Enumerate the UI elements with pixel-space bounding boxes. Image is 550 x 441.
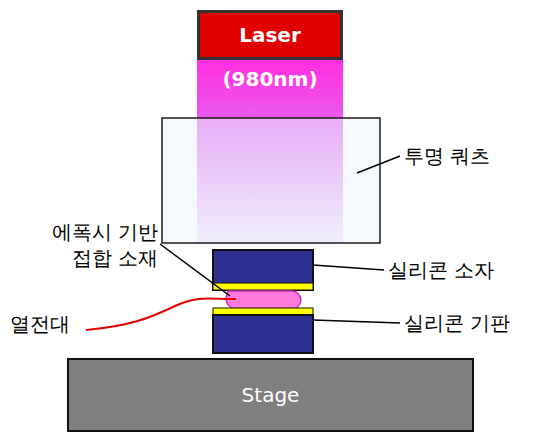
epoxy-bond	[226, 291, 301, 310]
laser-box: Laser	[197, 10, 343, 60]
silicon-substrate	[213, 315, 313, 353]
part-label: 투명 쿼츠	[404, 143, 490, 169]
thermocouple-wire	[86, 298, 236, 330]
node-text: Stage	[242, 383, 300, 407]
leader-line	[313, 320, 400, 323]
part-label: 에폭시 기반 접합 소재	[30, 219, 158, 271]
leader-line	[357, 156, 400, 173]
part-label: 실리콘 기판	[404, 310, 510, 336]
part-label: 실리콘 소자	[388, 257, 494, 283]
leader-line	[313, 265, 384, 270]
device-metal-layer	[213, 283, 313, 290]
silicon-device	[213, 250, 313, 290]
stage-platform: Stage	[67, 358, 474, 432]
substrate-metal-layer	[213, 308, 313, 315]
quartz-window	[162, 118, 380, 243]
node-text: Laser	[239, 23, 301, 47]
wavelength-label: (980nm)	[198, 66, 342, 92]
leader-line	[160, 244, 230, 296]
part-label: 열전대	[10, 311, 70, 337]
